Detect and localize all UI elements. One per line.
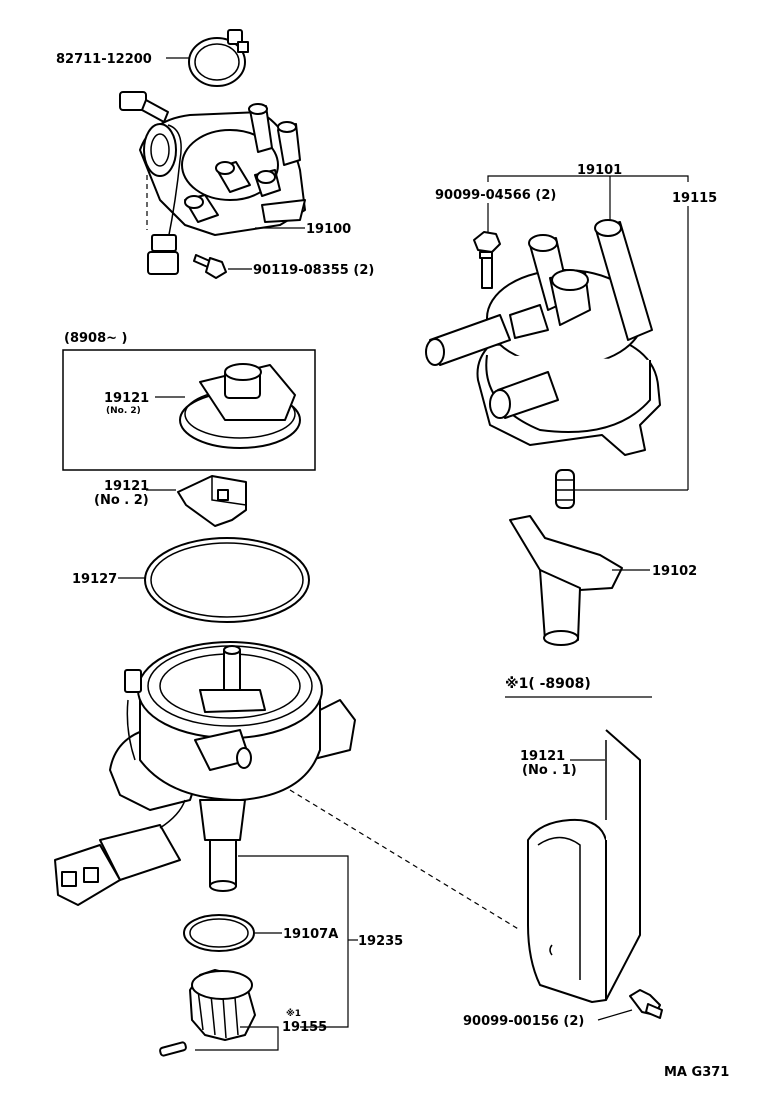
label-cap-bolt: 90099-04566 (2) [435, 188, 556, 203]
distributor-housing [54, 641, 356, 906]
label-housing: 19235 [358, 934, 403, 949]
inset-rotor-cover [179, 363, 301, 449]
reference-code: MA G371 [664, 1065, 729, 1080]
o-ring-shaft [183, 914, 255, 952]
label-footnote-range: ※1( -8908) [505, 676, 591, 692]
cap-bolt [473, 231, 501, 289]
inset-frame [62, 349, 316, 471]
label-cover-no1: 19121 [520, 749, 565, 764]
label-inset-part-sub: (No. 2) [106, 406, 141, 416]
distributor-assembly-top [119, 91, 306, 275]
cover-screw [629, 989, 663, 1019]
carbon-spring [555, 469, 575, 509]
label-cover-screw: 90099-00156 (2) [463, 1014, 584, 1029]
cover-no1 [527, 729, 641, 1003]
drive-gear [159, 969, 256, 1057]
label-cover-no2-sub: (No . 2) [94, 493, 149, 508]
label-inset-part: 19121 [104, 391, 149, 406]
band-clamp [188, 29, 249, 87]
label-screw-main: 90119-08355 (2) [253, 263, 374, 278]
o-ring-cap [144, 537, 310, 623]
label-gear-mark: ※1 [286, 1008, 301, 1019]
label-cover-no2: 19121 [104, 479, 149, 494]
label-distributor-assembly: 19100 [306, 222, 351, 237]
rotor [509, 515, 623, 646]
label-o-ring-cap: 19127 [72, 572, 117, 587]
screw-main [193, 254, 227, 279]
cover-no2 [177, 475, 247, 527]
label-cap: 19115 [672, 191, 717, 206]
label-inset-range: (8908~ ) [64, 331, 127, 346]
label-band-clamp: 82711-12200 [56, 52, 152, 67]
label-gear: 19155 [282, 1020, 327, 1035]
label-cover-no1-sub: (No . 1) [522, 763, 577, 778]
label-rotor: 19102 [652, 564, 697, 579]
distributor-cap [425, 219, 661, 456]
label-o-ring-shaft: 19107A [283, 927, 338, 942]
label-cap-assembly: 19101 [577, 163, 622, 178]
